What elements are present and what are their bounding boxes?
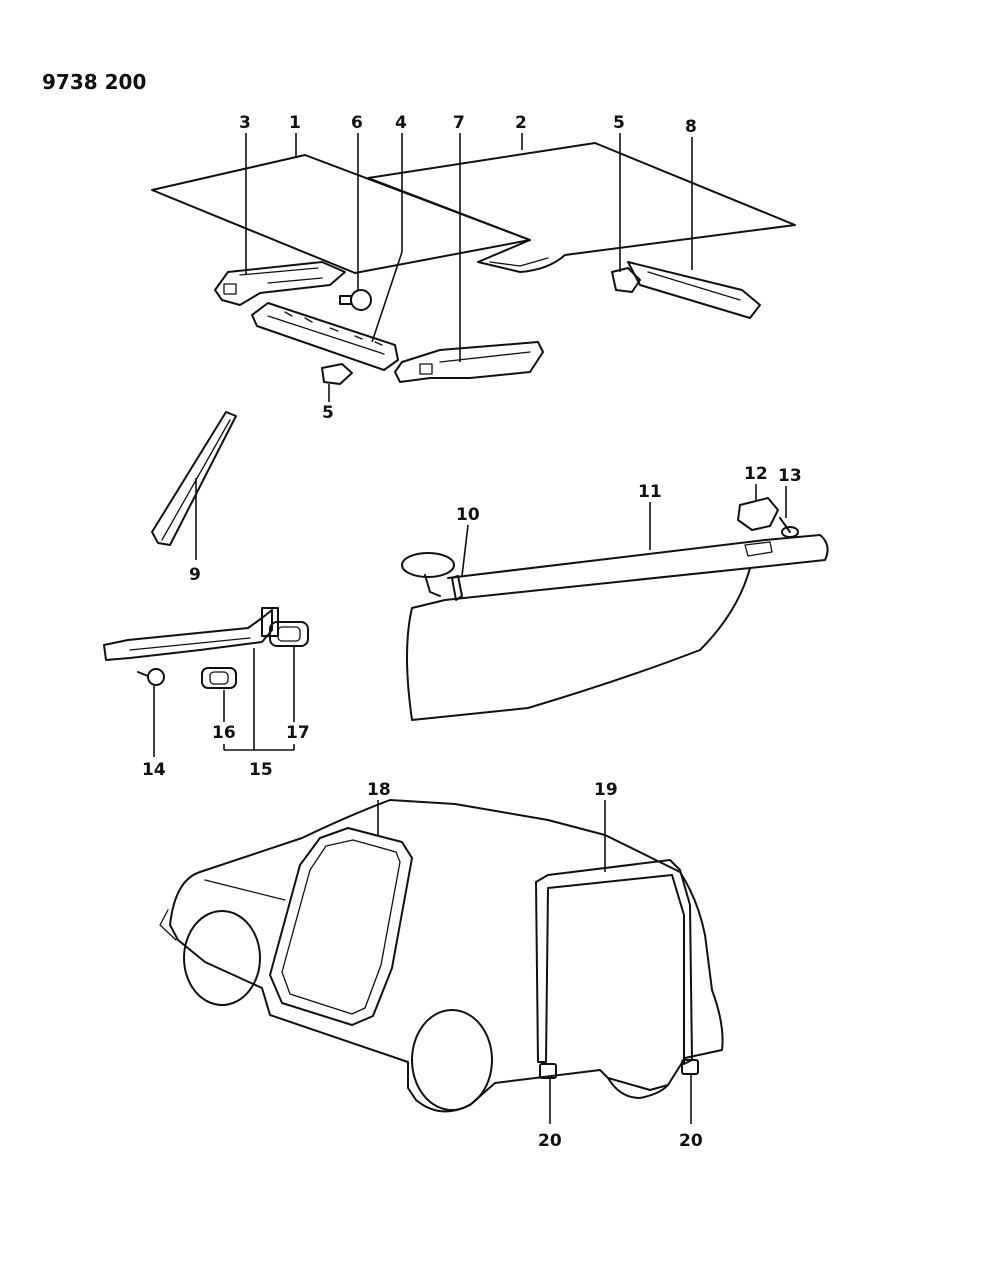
callout-18: 18 [367,780,391,800]
callout-6: 6 [351,113,363,133]
assist-grip [103,607,279,661]
leader-lines [153,133,787,1124]
pillar-garnish [151,411,237,546]
rear-door-weatherstrip [535,859,693,1065]
rear-wheel-right [607,1077,669,1099]
callout-9: 9 [189,565,201,585]
rear-pillar-trim [394,341,544,383]
callout-15: 15 [249,760,273,780]
callout-20-left: 20 [538,1131,562,1151]
holder-screw [779,517,799,538]
vehicle-body [159,799,724,1113]
callout-5-lower: 5 [322,403,334,423]
callout-19: 19 [594,780,618,800]
callout-1: 1 [289,113,301,133]
weatherstrip-end-right [681,1059,699,1075]
headlining-panel-front [151,154,531,274]
sun-visor [406,534,829,721]
callout-4: 4 [395,113,407,133]
callout-3: 3 [239,113,251,133]
grip-cover-left [201,667,237,689]
front-door-weatherstrip [269,827,413,1026]
visor-screw [451,575,463,601]
callout-13: 13 [778,466,802,486]
weatherstrip-end-left [539,1063,557,1079]
callout-16: 16 [212,723,236,743]
callout-20-right: 20 [679,1131,703,1151]
callout-5-upper: 5 [613,113,625,133]
center-pillar-trim [251,302,399,371]
visor-holder [737,497,779,531]
front-wheel [183,910,261,1006]
callout-10: 10 [456,505,480,525]
grip-cover-right [269,621,309,647]
grip-screw [137,668,165,686]
drawing-number: 9738 200 [42,70,146,94]
callout-12: 12 [744,464,768,484]
sun-visor-bracket [401,552,455,597]
callout-17: 17 [286,723,310,743]
trim-clip [339,289,372,311]
callout-14: 14 [142,760,166,780]
callout-2: 2 [515,113,527,133]
trim-cover-lower [321,363,353,385]
callout-8: 8 [685,117,697,137]
rear-wheel-left [411,1009,493,1111]
front-pillar-trim [214,261,346,306]
quarter-trim [627,261,761,319]
callout-11: 11 [638,482,662,502]
headlining-panel-rear [367,142,796,273]
callout-7: 7 [453,113,465,133]
trim-cover-upper [611,267,641,293]
